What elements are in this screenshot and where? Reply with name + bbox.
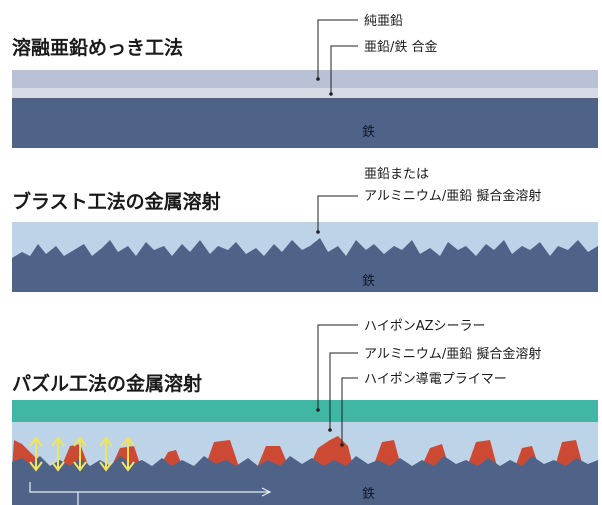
conduction-arrows — [29, 436, 135, 472]
arrow-2 — [51, 436, 65, 472]
section-2-title: ブラスト工法の金属溶射 — [12, 190, 221, 213]
arrow-3 — [73, 436, 87, 472]
iron-label-1: 鉄 — [362, 125, 375, 140]
iron-label-2: 鉄 — [362, 274, 375, 289]
label-al-zn-pseudo-alloy: アルミニウム/亜鉛 擬合金溶射 — [364, 188, 541, 204]
iron-label-3: 鉄 — [362, 487, 375, 502]
section-3-title: パズル工法の金属溶射 — [12, 372, 202, 395]
leader-dot — [316, 408, 320, 412]
leader-pure-zinc — [317, 19, 358, 79]
arrow-1 — [29, 436, 43, 472]
arrow-5 — [121, 436, 135, 472]
leader-sealer — [317, 324, 358, 410]
current-arrow — [29, 482, 272, 505]
leader-zinc-iron-alloy — [330, 45, 358, 94]
leader-primer — [341, 377, 358, 445]
leader-dot — [340, 443, 344, 447]
leader-dot — [316, 77, 320, 81]
leader-dot — [316, 230, 320, 234]
iron-base-1 — [12, 98, 598, 148]
iron-base-2 — [12, 238, 598, 292]
label-zinc-iron-alloy: 亜鉛/鉄 合金 — [364, 39, 438, 55]
zinc-iron-alloy-layer — [12, 88, 598, 98]
label-al-zn-pseudo-alloy-3: アルミニウム/亜鉛 擬合金溶射 — [364, 346, 541, 362]
label-zinc-or: 亜鉛または — [364, 167, 429, 182]
label-hipon-az-sealer: ハイポンAZシーラー — [364, 319, 486, 334]
section-1-title: 溶融亜鉛めっき工法 — [12, 36, 183, 59]
leader-spray — [317, 195, 358, 232]
section-blast-metal-spray: ブラスト工法の金属溶射 鉄 亜鉛または アルミニウム/亜鉛 擬合金溶射 — [12, 167, 598, 292]
section-hot-dip-galvanizing: 溶融亜鉛めっき工法 鉄 純亜鉛 亜鉛/鉄 合金 — [12, 14, 598, 148]
sealer-layer — [12, 400, 598, 422]
leader-dot — [329, 92, 333, 96]
pure-zinc-layer — [12, 70, 598, 88]
label-pure-zinc: 純亜鉛 — [364, 14, 403, 29]
arrow-4 — [99, 436, 113, 472]
leader-al-zn — [329, 352, 358, 430]
leader-dot — [328, 428, 332, 432]
section-puzzle-metal-spray: パズル工法の金属溶射 鉄 ハイポンAZシーラー アルミニウム/亜鉛 擬合金溶射 — [12, 319, 598, 505]
iron-base-3 — [12, 456, 598, 505]
label-hipon-conductive-primer: ハイポン導電プライマー — [364, 372, 507, 387]
